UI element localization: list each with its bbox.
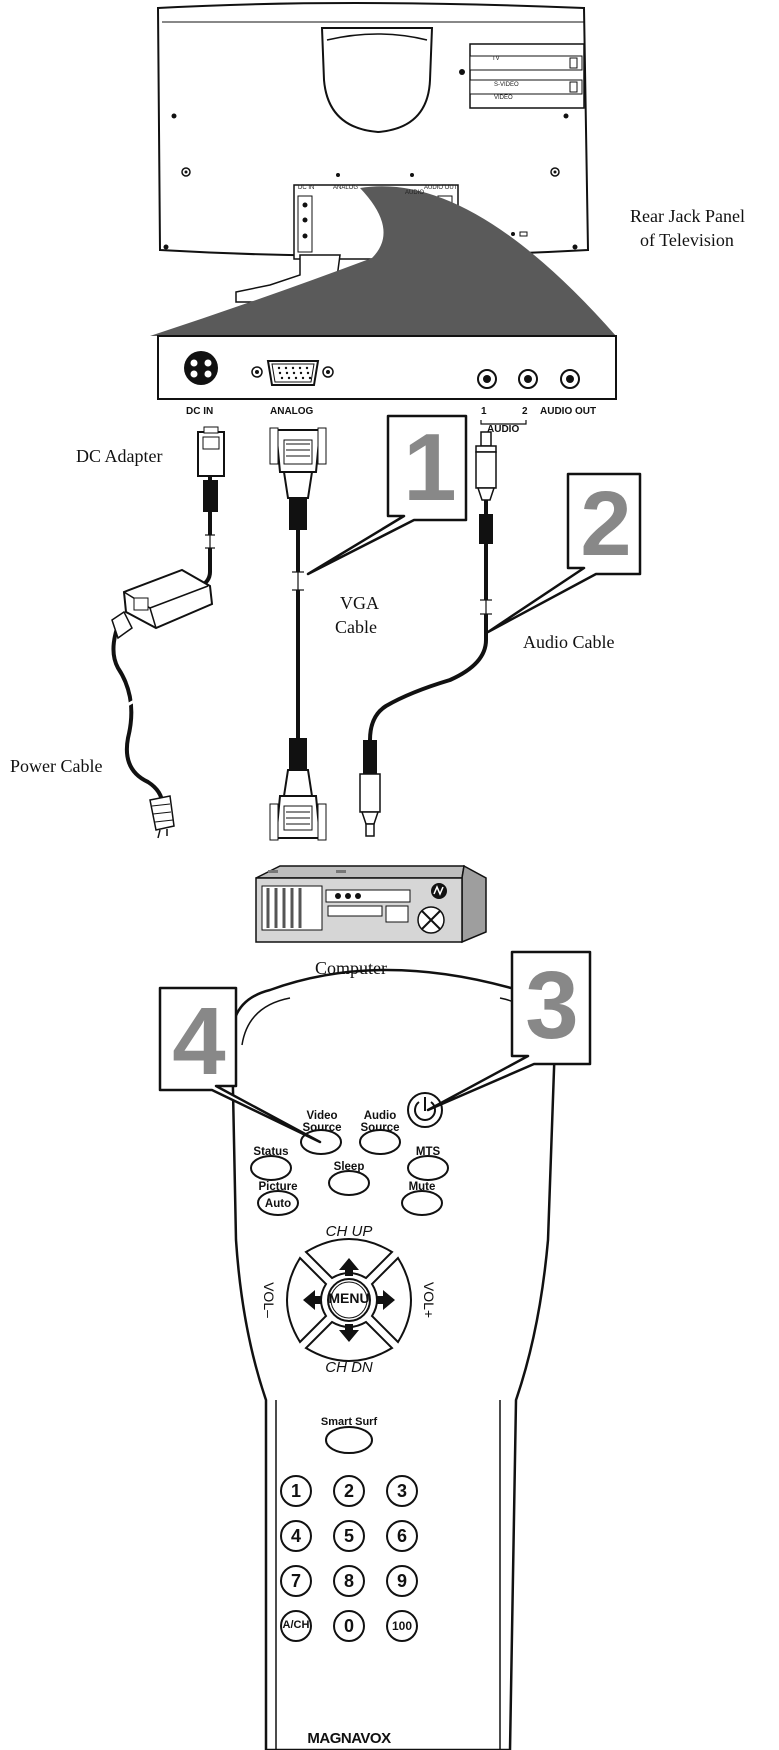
computer-illustration — [255, 864, 487, 944]
audio-cable-label: Audio Cable — [523, 632, 615, 652]
remote-control — [230, 968, 557, 1750]
step-number-4: 4 — [172, 988, 226, 1095]
keypad-2[interactable]: 2 — [343, 1481, 354, 1501]
keypad-1[interactable]: 1 — [290, 1481, 301, 1501]
dc-adapter-cable — [111, 426, 225, 839]
video-source-label-2: Source — [302, 1122, 342, 1134]
audio-source-label-2: Source — [360, 1122, 400, 1134]
keypad-0[interactable]: 0 — [343, 1616, 354, 1636]
sleep-button[interactable]: Sleep — [333, 1161, 365, 1173]
vga-label-line2: Cable — [335, 617, 377, 637]
tv-back-svideo-label: S-VIDEO — [494, 82, 519, 88]
ch-up-button[interactable]: CH UP — [325, 1223, 373, 1240]
keypad-3[interactable]: 3 — [396, 1481, 407, 1501]
step-callout-2 — [486, 472, 642, 634]
brand-logo: MAGNAVOX — [307, 1730, 391, 1747]
picture-label: Picture — [258, 1181, 298, 1193]
keypad-9[interactable]: 9 — [396, 1571, 407, 1591]
jack-panel — [157, 335, 617, 425]
keypad-8[interactable]: 8 — [343, 1571, 354, 1591]
video-source-label-1: Video — [306, 1110, 338, 1122]
audio-source-label-1: Audio — [363, 1110, 397, 1122]
mts-button[interactable]: MTS — [415, 1146, 441, 1158]
tv-back-illustration — [150, 2, 616, 336]
tv-back-analog-label: ANALOG — [333, 185, 359, 191]
tv-back-dcin-label: DC IN — [298, 185, 315, 191]
keypad-7[interactable]: 7 — [290, 1571, 301, 1591]
jack-dc-in-label: DC IN — [186, 406, 214, 417]
step-number-3: 3 — [525, 952, 579, 1059]
dc-adapter-label: DC Adapter — [76, 446, 163, 466]
vga-label-line1: VGA — [340, 593, 379, 613]
tv-back-video-label: VIDEO — [494, 95, 513, 101]
smart-surf-button[interactable]: Smart Surf — [320, 1416, 378, 1428]
step-number-1: 1 — [403, 414, 457, 521]
tv-back-audio-out-label: AUDIO OUT — [424, 185, 458, 191]
vga-cable — [269, 427, 327, 841]
audio-source-button[interactable]: Audio Source — [358, 1110, 402, 1134]
power-cable-label: Power Cable — [10, 756, 103, 776]
rear-panel-label-line1: Rear Jack Panel — [630, 206, 745, 226]
jack-audio-label: AUDIO — [487, 424, 520, 435]
ch-down-button[interactable]: CH DN — [325, 1359, 373, 1376]
tv-back-audio-label: AUDIO — [405, 190, 425, 196]
menu-button[interactable]: MENU — [328, 1290, 370, 1306]
keypad-4[interactable]: 4 — [290, 1526, 301, 1546]
keypad-6[interactable]: 6 — [396, 1526, 407, 1546]
vol-minus-button[interactable]: VOL– — [261, 1282, 277, 1318]
video-source-button[interactable]: Video Source — [300, 1110, 344, 1134]
keypad-ach[interactable]: A/CH — [282, 1619, 310, 1631]
computer-label: Computer — [315, 958, 387, 978]
status-button[interactable]: Status — [253, 1146, 289, 1158]
keypad-100[interactable]: 100 — [391, 1619, 413, 1633]
step-callout-3 — [426, 950, 592, 1112]
step-number-2: 2 — [580, 473, 632, 575]
jack-audio-1-label: 1 — [481, 406, 487, 417]
jack-analog-label: ANALOG — [270, 406, 314, 417]
jack-audio-out-label: AUDIO OUT — [540, 406, 597, 417]
tv-back-tv-label: TV — [492, 56, 500, 62]
rear-panel-label-line2: of Television — [640, 230, 734, 250]
step-callout-1 — [306, 414, 468, 576]
vol-plus-button[interactable]: VOL+ — [421, 1281, 437, 1319]
step-callout-4 — [158, 986, 322, 1144]
jack-audio-2-label: 2 — [522, 406, 528, 417]
auto-picture-button[interactable]: Auto — [264, 1198, 292, 1210]
mute-button[interactable]: Mute — [408, 1181, 436, 1193]
audio-cable — [359, 431, 497, 837]
keypad-5[interactable]: 5 — [343, 1526, 354, 1546]
